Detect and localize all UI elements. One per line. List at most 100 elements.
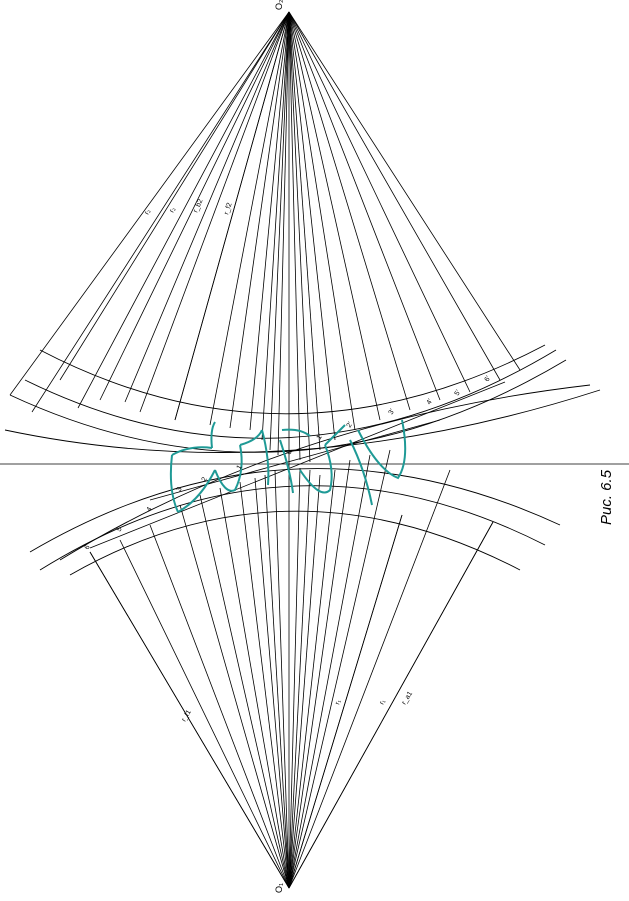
lower-radius-label: r_a1 xyxy=(401,690,414,706)
construction-ray xyxy=(288,11,521,371)
construction-ray xyxy=(249,11,290,431)
lower-radius-label: r₁ xyxy=(379,698,388,706)
tooth-profile xyxy=(210,421,216,449)
construction-ray xyxy=(288,469,336,889)
figure-caption: Рис. 6.5 xyxy=(590,455,620,535)
construction-ray xyxy=(288,11,336,441)
tooth-profile xyxy=(261,429,270,486)
contact-point-label: 4 xyxy=(146,506,154,513)
construction-ray xyxy=(254,477,290,889)
construction-ray xyxy=(288,11,301,461)
upper-radius-label: r_f2 xyxy=(223,202,233,216)
construction-ray xyxy=(269,11,290,451)
contact-point-label: 5 xyxy=(116,526,124,533)
construction-ray xyxy=(261,11,290,441)
contact-point-label: 2 xyxy=(201,476,209,483)
construction-ray xyxy=(59,11,290,381)
lower-radius-dimensions xyxy=(89,514,494,889)
construction-ray xyxy=(288,11,356,431)
construction-ray xyxy=(288,11,471,393)
construction-ray xyxy=(209,11,290,426)
construction-ray xyxy=(149,524,290,889)
lower-base-circle xyxy=(69,510,521,576)
upper-radius-rf xyxy=(174,11,290,421)
tooth-profile xyxy=(324,424,346,446)
contact-point-label: 3' xyxy=(388,408,397,416)
construction-ray xyxy=(288,449,391,889)
tooth-profile xyxy=(214,444,243,492)
tooth-profile xyxy=(279,439,294,494)
lower-root-circle xyxy=(4,389,601,453)
upper-radius-label: r₂ xyxy=(169,206,178,214)
construction-ray xyxy=(288,11,411,411)
upper-radius-label: r₂ xyxy=(144,208,153,216)
upper-gear-circles xyxy=(9,344,591,561)
upper-root-circle xyxy=(59,384,591,561)
line-of-action-secondary xyxy=(149,419,441,501)
contact-point-label: 3 xyxy=(176,486,184,493)
contact-point-labels: 6 5 4 3 2 1 0 1' 2' 3' 4' 5' 6' xyxy=(84,375,493,551)
construction-ray xyxy=(219,487,290,889)
construction-ray xyxy=(9,11,290,396)
construction-ray xyxy=(99,11,290,401)
lower-pitch-circle xyxy=(39,485,546,571)
contact-point-label: 5' xyxy=(454,389,463,397)
upper-base-circle xyxy=(39,344,546,415)
line-of-action xyxy=(89,381,506,549)
upper-pitch-circle xyxy=(24,349,557,439)
tooth-profile xyxy=(349,439,373,506)
contact-point-label: 4' xyxy=(426,398,435,406)
contact-point-label: 6' xyxy=(484,375,493,383)
construction-ray xyxy=(199,494,290,889)
construction-ray xyxy=(229,11,290,429)
construction-ray xyxy=(139,11,290,413)
lower-radius-ra1 xyxy=(288,521,494,889)
construction-ray xyxy=(288,467,301,889)
construction-ray xyxy=(288,11,321,451)
upper-radius-r xyxy=(77,11,290,409)
tooth-profile xyxy=(171,446,213,456)
upper-gear-rays xyxy=(9,11,521,463)
construction-ray xyxy=(274,469,290,889)
lower-center-label: O₁ xyxy=(274,883,284,893)
construction-ray xyxy=(288,11,501,381)
lower-radius-rf1 xyxy=(89,551,290,889)
upper-radius-label: r_b2 xyxy=(192,198,204,214)
construction-ray xyxy=(119,539,290,889)
tooth-profiles xyxy=(169,419,407,513)
contact-point-label: 0 xyxy=(286,449,294,456)
lower-addendum-circle xyxy=(29,468,561,553)
construction-ray xyxy=(179,504,290,889)
construction-ray xyxy=(288,11,441,401)
lower-radius-r1 xyxy=(288,514,403,889)
construction-ray xyxy=(288,11,311,463)
construction-ray xyxy=(288,454,371,889)
construction-ray xyxy=(239,481,290,889)
contact-point-label: 1 xyxy=(236,464,244,471)
construction-ray xyxy=(288,469,311,889)
upper-radius-rb xyxy=(124,11,290,403)
construction-ray xyxy=(288,459,351,889)
tooth-profile xyxy=(299,444,333,494)
lower-radius-label: r_f1 xyxy=(181,709,193,723)
tooth-profile xyxy=(357,419,407,480)
tooth-profile xyxy=(239,429,263,446)
construction-ray xyxy=(264,474,290,889)
construction-ray xyxy=(288,11,381,421)
contact-point-label: 6 xyxy=(84,544,92,551)
tooth-profile xyxy=(177,469,216,513)
construction-ray xyxy=(288,469,451,889)
upper-center-label: O₂ xyxy=(274,0,284,10)
contact-point-label: 2' xyxy=(346,421,355,429)
construction-ray xyxy=(288,474,321,889)
tooth-profile xyxy=(281,428,311,437)
contact-point-label: 1' xyxy=(316,433,325,441)
upper-radius-dimensions xyxy=(31,11,290,421)
caption-text: Рис. 6.5 xyxy=(598,469,615,525)
lower-gear-circles xyxy=(4,389,601,576)
upper-radius-ra xyxy=(31,11,290,413)
tooth-profile xyxy=(169,454,179,513)
construction-ray xyxy=(277,11,290,456)
lower-radius-label: r₁ xyxy=(334,698,342,705)
